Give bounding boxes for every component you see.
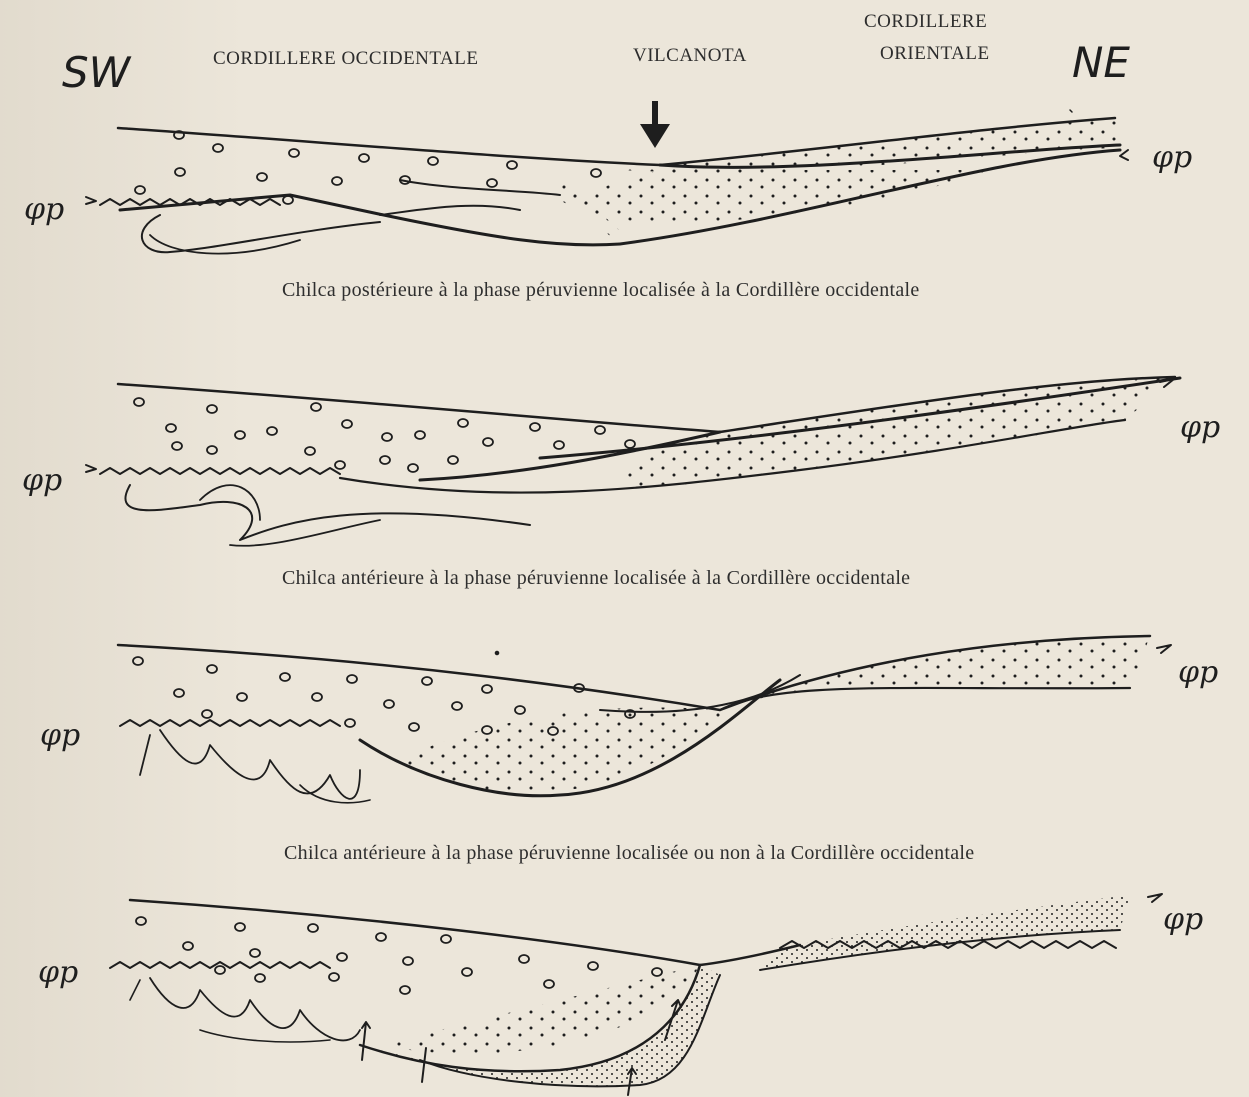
vilcanota-arrow-icon (640, 101, 670, 148)
section-4 (110, 894, 1162, 1095)
section-1 (86, 101, 1128, 254)
upper-surface-4 (130, 900, 800, 965)
section-3 (118, 636, 1171, 803)
section-2 (86, 377, 1180, 546)
